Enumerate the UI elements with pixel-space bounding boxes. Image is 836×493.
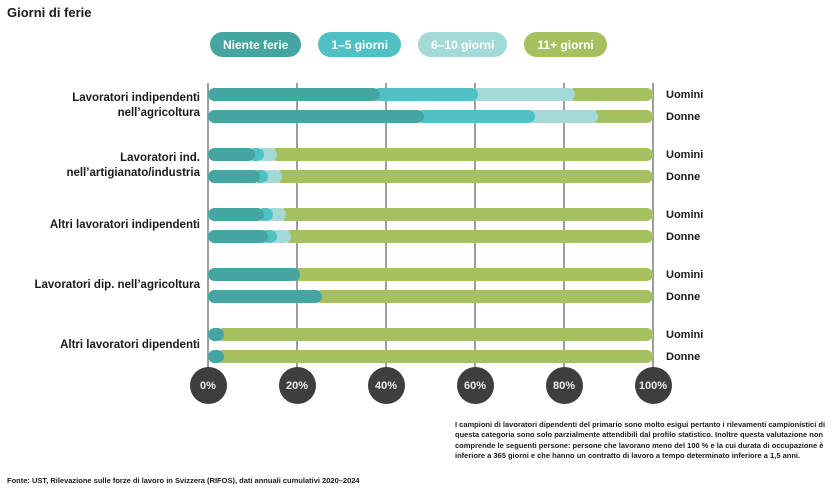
- gridline-40%: [385, 83, 387, 372]
- gender-label-donne: Donne: [666, 110, 701, 123]
- bar-uomini: [208, 328, 653, 341]
- x-axis-tick-60%: 60%: [456, 367, 494, 404]
- bar-segment-niente-ferie: [208, 170, 260, 183]
- x-axis-tick-80%: 80%: [545, 367, 583, 404]
- category-label: Lavoratori ind. nell’artigianato/industr…: [66, 151, 200, 179]
- bar-segment-niente-ferie: [208, 350, 224, 363]
- bar-uomini: [208, 268, 653, 281]
- bar-segment-niente-ferie: [208, 88, 380, 101]
- gender-label-donne: Donne: [666, 350, 701, 363]
- page-title: Giorni di ferie: [7, 5, 92, 20]
- category-label: Lavoratori indipendenti nell’agricoltura: [72, 91, 200, 119]
- bar-segment-niente-ferie: [208, 290, 322, 303]
- gender-label-donne: Donne: [666, 290, 701, 303]
- x-axis-tick-20%: 20%: [278, 367, 316, 404]
- bar-segment-11-plus-giorni: [590, 110, 653, 123]
- gender-label-uomini: Uomini: [666, 148, 704, 161]
- bar-uomini: [208, 148, 653, 161]
- bar-segment-11-plus-giorni: [279, 208, 653, 221]
- bar-uomini: [208, 88, 653, 101]
- bar-segment-1-5-giorni: [417, 110, 536, 123]
- bar-segment-niente-ferie: [208, 230, 269, 243]
- bar-donne: [208, 290, 653, 303]
- bar-segment-niente-ferie: [208, 268, 300, 281]
- x-axis-tick-100%: 100%: [634, 367, 672, 404]
- gender-label-uomini: Uomini: [666, 208, 704, 221]
- source-footnote: Fonte: UST, Rilevazione sulle forze di l…: [7, 476, 360, 485]
- gridline-20%: [296, 83, 298, 372]
- gridline-100%: [652, 83, 654, 372]
- bar-donne: [208, 350, 653, 363]
- bar-segment-niente-ferie: [208, 110, 425, 123]
- bar-segment-11-plus-giorni: [568, 88, 653, 101]
- bar-segment-11-plus-giorni: [283, 230, 653, 243]
- bar-segment-niente-ferie: [208, 148, 256, 161]
- legend: Niente ferie 1–5 giorni 6–10 giorni 11+ gio…: [210, 32, 607, 57]
- methodology-note: I campioni di lavoratori dipendenti del …: [455, 420, 826, 461]
- bar-donne: [208, 230, 653, 243]
- bar-segment-1-5-giorni: [372, 88, 478, 101]
- bar-segment-11-plus-giorni: [216, 328, 653, 341]
- legend-pill-6-10-giorni: 6–10 giorni: [418, 32, 508, 57]
- bar-segment-niente-ferie: [208, 328, 224, 341]
- gender-label-uomini: Uomini: [666, 88, 704, 101]
- bar-segment-11-plus-giorni: [314, 290, 653, 303]
- bar-segment-6-10-giorni: [470, 88, 576, 101]
- gridline-80%: [563, 83, 565, 372]
- bar-segment-niente-ferie: [208, 208, 264, 221]
- category-label: Lavoratori dip. nell’agricoltura: [34, 279, 200, 292]
- bar-segment-11-plus-giorni: [292, 268, 653, 281]
- legend-pill-niente-ferie: Niente ferie: [210, 32, 302, 57]
- gridline-0%: [207, 83, 209, 372]
- bar-segment-11-plus-giorni: [270, 148, 653, 161]
- legend-pill-11-plus-giorni: 11+ giorni: [524, 32, 607, 57]
- gender-label-uomini: Uomini: [666, 328, 704, 341]
- bar-uomini: [208, 208, 653, 221]
- bar-donne: [208, 170, 653, 183]
- gender-label-donne: Donne: [666, 170, 701, 183]
- gridline-60%: [474, 83, 476, 372]
- category-label: Altri lavoratori indipendenti: [49, 219, 200, 232]
- x-axis-tick-0%: 0%: [189, 367, 227, 404]
- gender-label-donne: Donne: [666, 230, 701, 243]
- x-axis-tick-40%: 40%: [367, 367, 405, 404]
- bar-segment-6-10-giorni: [528, 110, 598, 123]
- category-label: Altri lavoratori dipendenti: [60, 339, 200, 352]
- legend-pill-1-5-giorni: 1–5 giorni: [318, 32, 402, 57]
- bar-segment-11-plus-giorni: [274, 170, 653, 183]
- bar-segment-11-plus-giorni: [216, 350, 653, 363]
- bar-donne: [208, 110, 653, 123]
- gender-label-uomini: Uomini: [666, 268, 704, 281]
